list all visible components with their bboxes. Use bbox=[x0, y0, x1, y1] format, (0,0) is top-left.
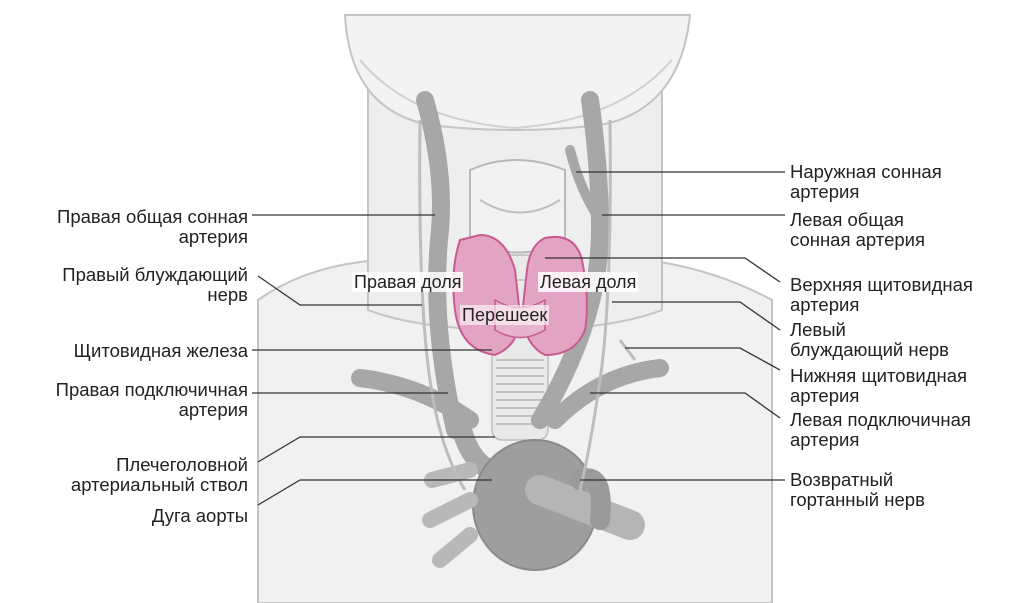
label-aortic-arch: Дуга аорты bbox=[8, 506, 248, 526]
thyroid-left-lobe bbox=[522, 237, 587, 355]
label-inferior-thyroid-artery: Нижняя щитовидная артерия bbox=[790, 366, 1010, 406]
label-thyroid-gland: Щитовидная железа bbox=[8, 341, 248, 361]
label-right-vagus-nerve: Правый блуждающий нерв bbox=[8, 265, 248, 305]
label-left-vagus-nerve: Левый блуждающий нерв bbox=[790, 320, 1010, 360]
label-superior-thyroid-artery: Верхняя щитовидная артерия bbox=[790, 275, 1010, 315]
label-left-subclavian: Левая подключичная артерия bbox=[790, 410, 1010, 450]
label-left-common-carotid: Левая общая сонная артерия bbox=[790, 210, 1010, 250]
label-external-carotid: Наружная сонная артерия bbox=[790, 162, 1010, 202]
label-brachiocephalic-trunk: Плечеголовной артериальный ствол bbox=[8, 455, 248, 495]
label-recurrent-laryngeal-nerve: Возвратный гортанный нерв bbox=[790, 470, 1010, 510]
label-right-common-carotid: Правая общая сонная артерия bbox=[8, 207, 248, 247]
label-isthmus: Перешеек bbox=[460, 305, 549, 325]
label-right-subclavian: Правая подключичная артерия bbox=[8, 380, 248, 420]
label-right-lobe: Правая доля bbox=[352, 272, 463, 292]
label-left-lobe: Левая доля bbox=[538, 272, 638, 292]
